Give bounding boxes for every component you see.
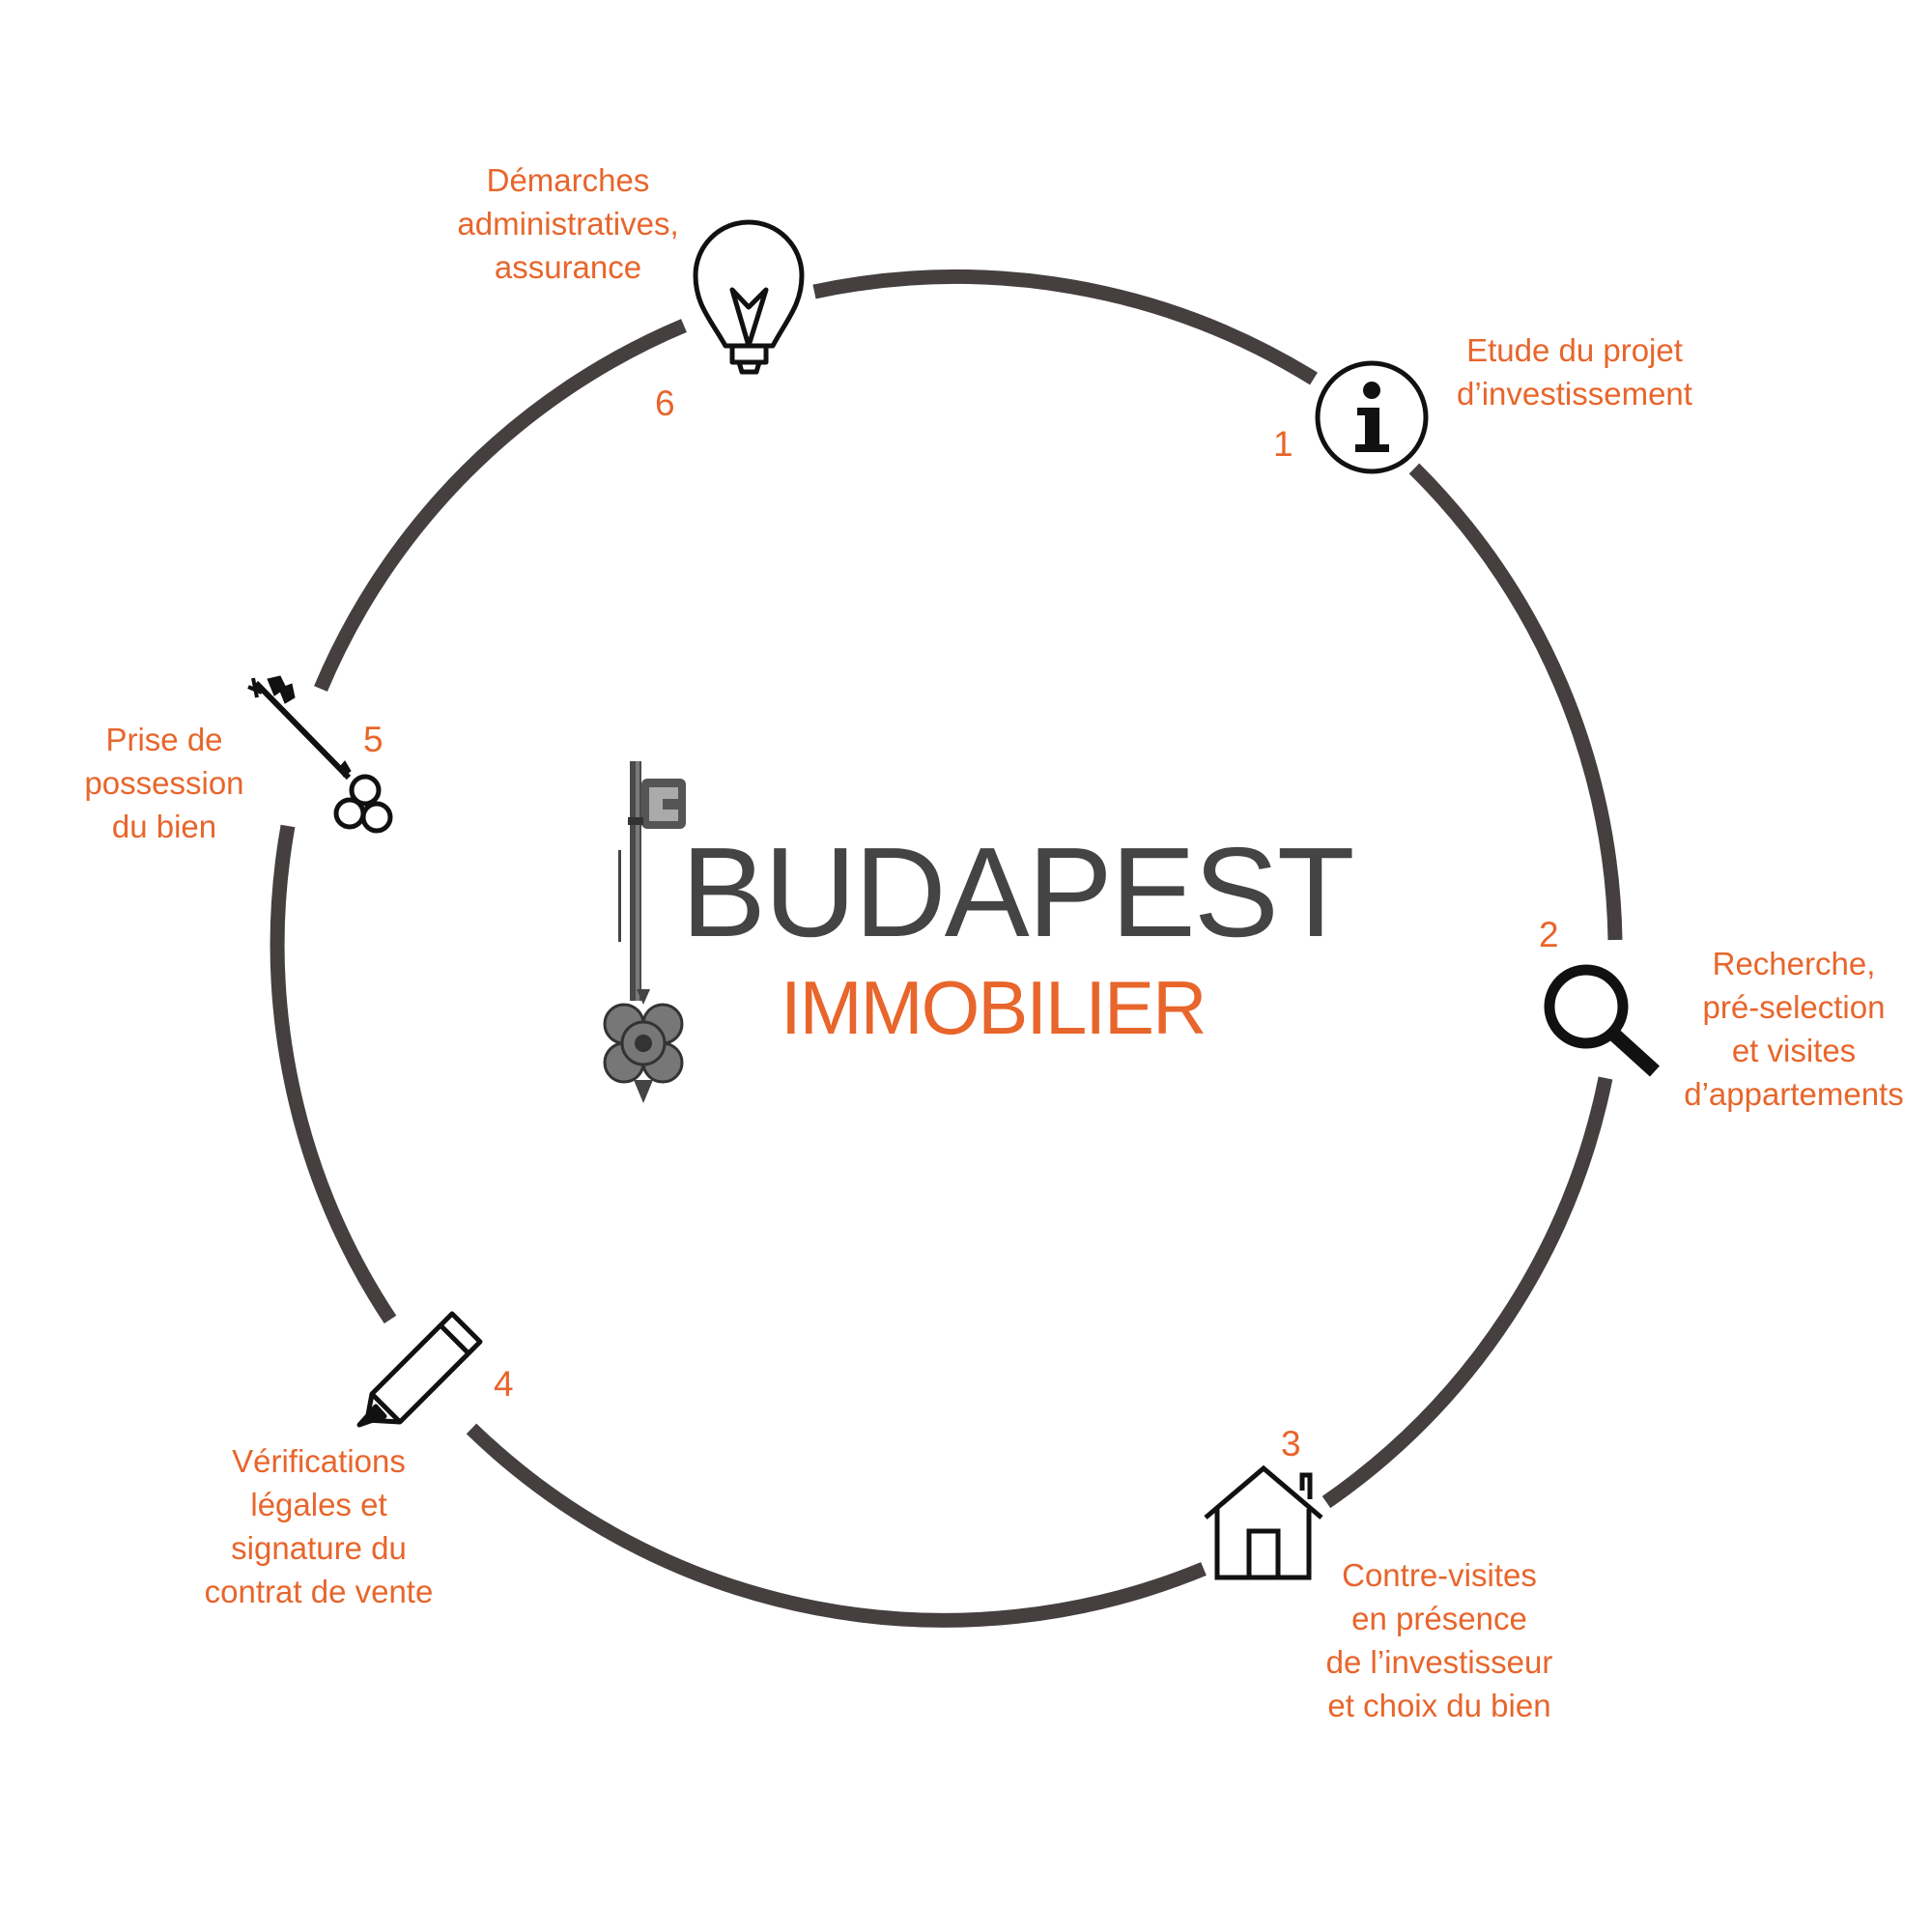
ring-segment-2-3 — [1321, 1076, 1613, 1509]
ring-segment-6-1 — [812, 270, 1318, 385]
pencil-icon — [356, 1311, 483, 1428]
step-label-2: Recherche, pré-selection et visites d’ap… — [1684, 946, 1904, 1112]
house-icon — [1204, 1464, 1323, 1580]
brand-subtitle: IMMOBILIER — [781, 965, 1207, 1050]
logo-key-icon — [603, 761, 686, 1103]
step-number-5: 5 — [363, 720, 384, 759]
step-number-2: 2 — [1539, 915, 1559, 954]
step-label-3: Contre-visites en présence de l’investis… — [1325, 1557, 1553, 1723]
step-label-5: Prise de possession du bien — [84, 722, 244, 844]
cycle-ring — [270, 270, 1623, 1628]
info-icon — [1315, 360, 1429, 474]
step-number-4: 4 — [494, 1364, 514, 1404]
step-label-4: Vérifications légales et signature du co… — [204, 1443, 434, 1609]
step-number-1: 1 — [1273, 424, 1293, 464]
ring-segment-3-4 — [466, 1423, 1207, 1628]
key-icon — [247, 675, 393, 834]
step-number-3: 3 — [1281, 1424, 1301, 1463]
step-number-6: 6 — [655, 384, 675, 423]
step-label-1: Etude du projet d’investissement — [1457, 332, 1692, 412]
lightbulb-icon — [693, 219, 805, 375]
ring-segment-1-2 — [1408, 463, 1623, 941]
ring-segment-4-5 — [270, 824, 397, 1324]
ring-segment-5-6 — [314, 319, 687, 692]
step-label-6: Démarches administratives, assurance — [457, 162, 679, 285]
brand-divider — [618, 850, 621, 942]
brand-name: BUDAPEST — [681, 821, 1354, 963]
magnifier-icon — [1544, 964, 1661, 1077]
